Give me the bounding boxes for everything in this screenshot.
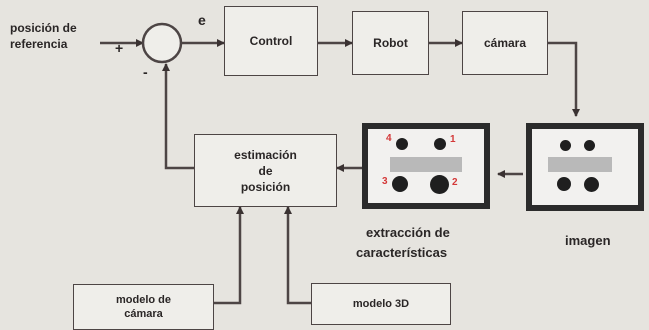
reference-label-line2: referencia <box>10 36 67 52</box>
reference-label-line1: posición de <box>10 20 77 36</box>
pose-estimation-block: estimación de posición <box>194 134 337 207</box>
feature-number: 4 <box>386 134 392 144</box>
model-3d-label: modelo 3D <box>353 296 409 312</box>
feature-dot <box>560 140 571 151</box>
feature-dot <box>392 176 408 192</box>
estimation-label-line3: posición <box>241 179 290 195</box>
image-label: imagen <box>565 233 611 249</box>
feature-dot <box>396 138 408 150</box>
robot-label: Robot <box>373 35 408 51</box>
feature-dot <box>584 140 595 151</box>
feature-number: 2 <box>452 178 458 188</box>
minus-sign: - <box>143 64 148 80</box>
feedback-arrow <box>166 64 194 168</box>
feature-extraction-image: 4 1 3 2 <box>362 123 490 209</box>
plus-sign: + <box>115 40 123 56</box>
camera-model-label-line2: cámara <box>124 307 163 321</box>
gray-band <box>390 157 462 172</box>
camera-block: cámara <box>462 11 548 75</box>
feature-number: 3 <box>382 177 388 187</box>
camera-label: cámara <box>484 35 526 51</box>
estimation-label-line2: de <box>258 163 272 179</box>
camera-model-arrow <box>214 207 240 303</box>
feature-dot <box>584 177 599 192</box>
gray-band <box>548 157 612 172</box>
captured-image <box>526 123 644 211</box>
camera-model-block: modelo de cámara <box>73 284 214 330</box>
summing-junction <box>143 24 181 62</box>
feature-dot <box>430 175 449 194</box>
camera-image-arrow <box>548 43 576 116</box>
control-label: Control <box>250 33 293 49</box>
control-block: Control <box>224 6 318 76</box>
model-3d-block: modelo 3D <box>311 283 451 325</box>
camera-model-label-line1: modelo de <box>116 293 171 307</box>
feature-dot <box>434 138 446 150</box>
robot-block: Robot <box>352 11 429 75</box>
feature-extraction-label-line2: características <box>356 245 447 261</box>
feature-extraction-label-line1: extracción de <box>366 225 450 241</box>
model-3d-arrow <box>288 207 311 303</box>
feature-number: 1 <box>450 135 456 145</box>
estimation-label-line1: estimación <box>234 147 297 163</box>
feature-dot <box>557 177 571 191</box>
error-label: e <box>198 12 206 28</box>
